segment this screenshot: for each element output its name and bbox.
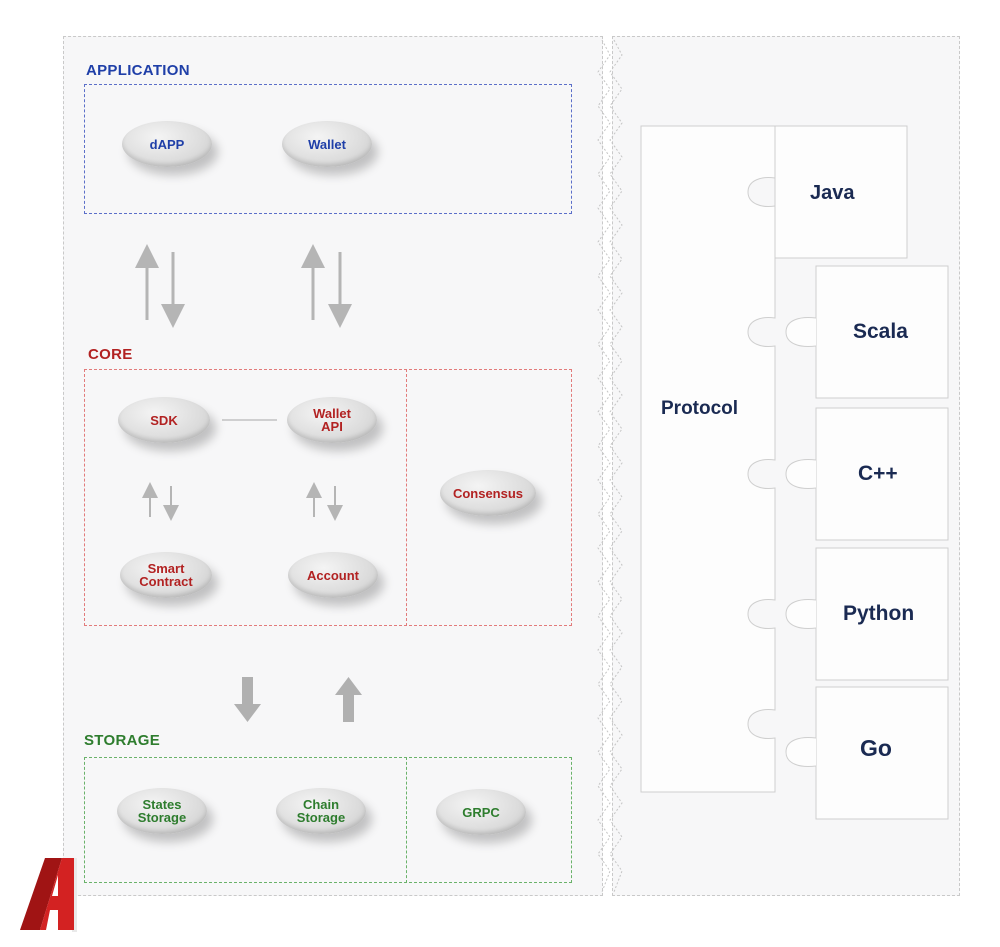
puzzle-piece-python xyxy=(815,547,949,681)
puzzle-piece-cpp xyxy=(815,407,949,541)
app-core-arrows-left xyxy=(135,244,185,328)
sdk-contract-arrows xyxy=(142,482,179,521)
states-storage-node: States Storage xyxy=(117,788,207,834)
left-panel xyxy=(63,36,603,896)
dapp-label: dAPP xyxy=(149,136,185,152)
wallet-node: Wallet xyxy=(282,121,372,167)
account-node: Account xyxy=(288,552,378,598)
storage-box xyxy=(84,757,572,883)
wallet-label: Wallet xyxy=(308,136,346,152)
puzzle-piece-protocol xyxy=(640,125,776,793)
core-divider xyxy=(406,369,407,626)
account-label: Account xyxy=(307,567,359,583)
app-core-arrows-right xyxy=(301,244,352,328)
chain-storage-node: Chain Storage xyxy=(276,788,366,834)
python-label: Python xyxy=(843,602,915,625)
application-box xyxy=(84,84,572,214)
protocol-label: Protocol xyxy=(661,398,739,419)
storage-divider xyxy=(406,757,407,883)
application-title: APPLICATION xyxy=(86,62,190,79)
grpc-label: GRPC xyxy=(462,804,500,820)
puzzle-piece-go xyxy=(815,686,949,820)
puzzle-piece-scala xyxy=(815,265,949,399)
chain-storage-label: Chain Storage xyxy=(296,797,346,825)
core-storage-down-arrow xyxy=(234,677,261,722)
core-box xyxy=(84,369,572,626)
wallet-api-node: Wallet API xyxy=(287,397,377,443)
dapp-node: dAPP xyxy=(122,121,212,167)
core-title: CORE xyxy=(88,346,133,363)
cpp-label: C++ xyxy=(858,462,898,485)
wallet-api-label: Wallet API xyxy=(313,406,351,434)
java-label: Java xyxy=(810,182,855,204)
smart-contract-label: Smart Contract xyxy=(139,561,193,589)
storage-title: STORAGE xyxy=(84,732,161,749)
sdk-node: SDK xyxy=(118,397,210,443)
states-storage-label: States Storage xyxy=(137,797,187,825)
scala-label: Scala xyxy=(853,320,908,343)
consensus-label: Consensus xyxy=(452,485,524,501)
consensus-node: Consensus xyxy=(440,470,536,516)
sdk-label: SDK xyxy=(150,412,178,428)
puzzle-piece-java xyxy=(774,125,908,259)
grpc-node: GRPC xyxy=(436,789,526,835)
smart-contract-node: Smart Contract xyxy=(120,552,212,598)
go-label: Go xyxy=(860,735,892,761)
storage-core-up-arrow xyxy=(335,677,362,722)
walletapi-account-arrows xyxy=(306,482,343,521)
